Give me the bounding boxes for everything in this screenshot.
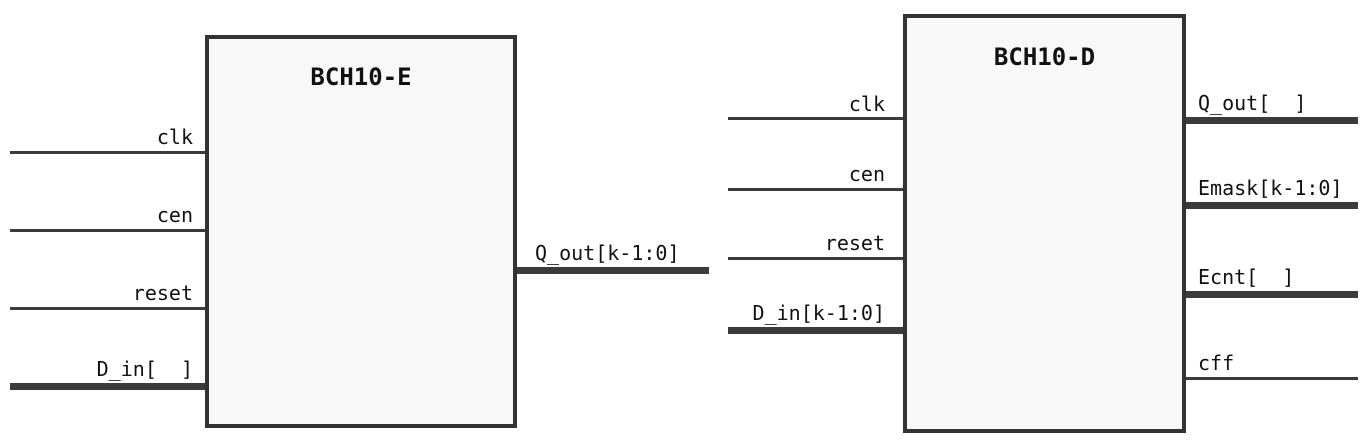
pin-label-d-cff: cff — [1198, 351, 1235, 375]
module-box-bch10-e: BCH10-E — [205, 35, 517, 428]
pin-wire-d-d-in — [728, 327, 903, 334]
pin-wire-d-q-out — [1186, 117, 1358, 124]
pin-label-d-cen: cen — [848, 162, 885, 186]
pin-label-d-q-out: Q_out[ ] — [1198, 91, 1307, 115]
pin-label-d-reset: reset — [824, 231, 885, 255]
pin-wire-e-reset — [10, 307, 205, 310]
module-box-bch10-d: BCH10-D — [903, 14, 1186, 433]
pin-wire-d-reset — [728, 257, 903, 260]
pin-wire-e-q-out — [517, 267, 709, 274]
pin-wire-d-emask — [1186, 202, 1358, 209]
pin-label-e-d-in: D_in[ ] — [96, 357, 193, 381]
pin-wire-d-cen — [728, 188, 903, 191]
pin-label-e-q-out: Q_out[k-1:0] — [535, 241, 680, 265]
pin-label-d-d-in: D_in[k-1:0] — [752, 301, 885, 325]
pin-label-e-reset: reset — [132, 281, 193, 305]
pin-label-e-cen: cen — [156, 203, 193, 227]
pin-wire-d-clk — [728, 117, 903, 120]
pin-label-d-ecnt: Ecnt[ ] — [1198, 265, 1295, 289]
pin-wire-e-cen — [10, 229, 205, 232]
module-title-bch10-e: BCH10-E — [310, 63, 412, 91]
pin-label-d-emask: Emask[k-1:0] — [1198, 176, 1343, 200]
module-title-bch10-d: BCH10-D — [993, 43, 1096, 71]
pin-wire-d-ecnt — [1186, 291, 1358, 298]
pin-wire-e-d-in — [10, 383, 205, 390]
pin-label-e-clk: clk — [156, 125, 193, 149]
pin-wire-e-clk — [10, 151, 205, 154]
pin-label-d-clk: clk — [848, 92, 885, 116]
pin-wire-d-cff — [1186, 377, 1358, 380]
